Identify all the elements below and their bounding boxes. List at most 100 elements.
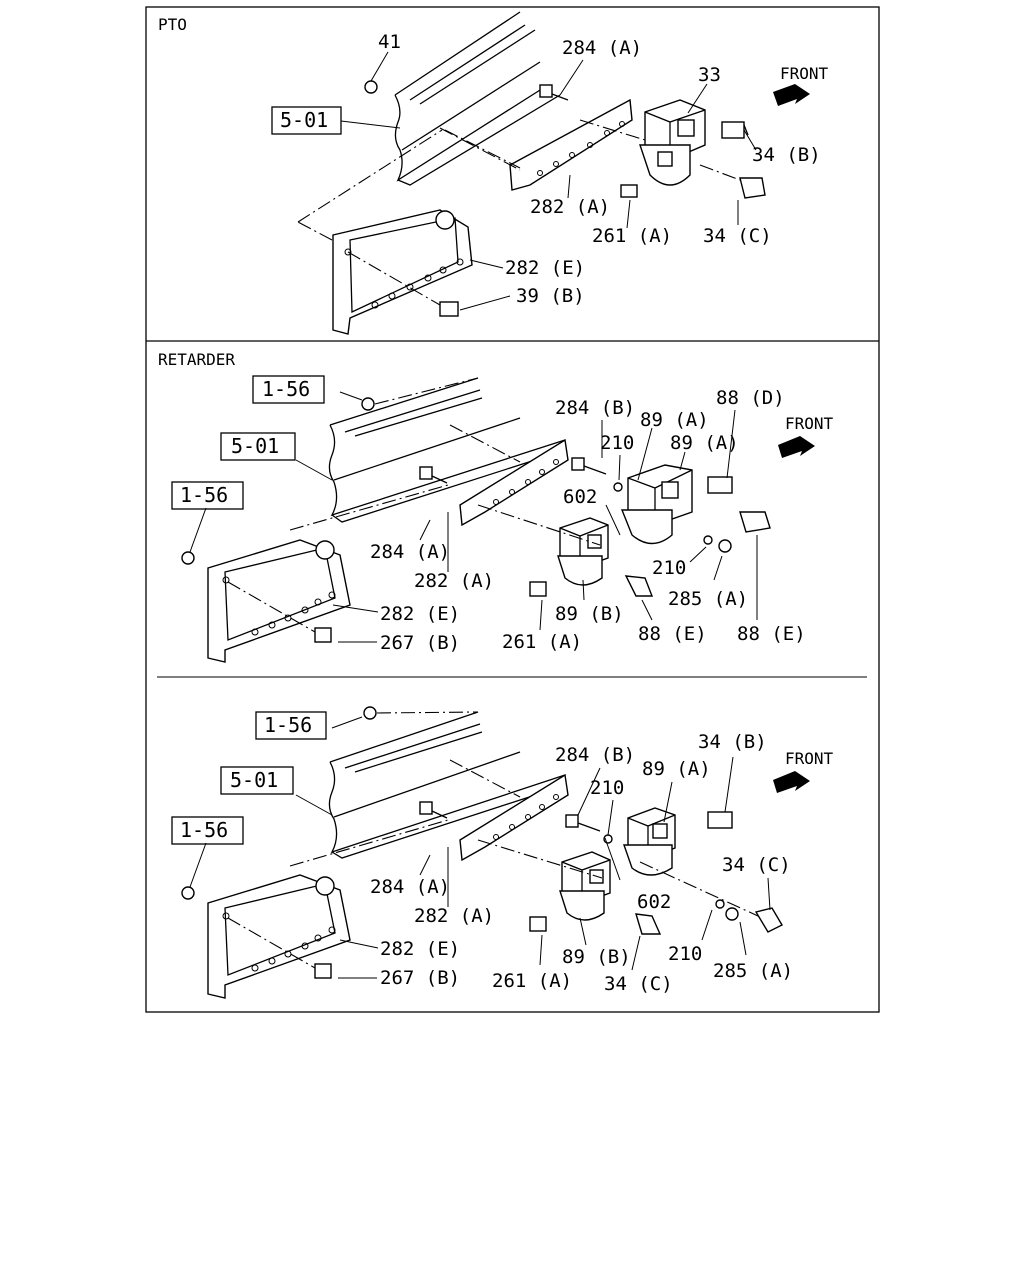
bracket-282e xyxy=(207,874,351,999)
fitting-88d xyxy=(707,476,733,494)
ref-box-label: 1-56 xyxy=(180,818,228,842)
ref-box-5-01 xyxy=(271,106,342,135)
fitting-34b xyxy=(707,811,733,829)
part-label: 88 (D) xyxy=(716,387,785,409)
ref-box-label: 1-56 xyxy=(262,377,310,401)
part-label: 210 xyxy=(668,943,702,965)
ref-box-5-01 xyxy=(220,432,296,461)
bracket-282e xyxy=(332,209,473,335)
part-label: 602 xyxy=(563,486,597,508)
front-arrow-icon xyxy=(773,771,810,793)
part-label: 89 (A) xyxy=(670,432,739,454)
solenoid-valve-89b xyxy=(557,517,609,586)
ref-box-label: 5-01 xyxy=(231,434,279,458)
bolt-284b xyxy=(571,457,607,475)
part-label: 285 (A) xyxy=(668,588,748,610)
front-arrow-icon xyxy=(773,84,810,106)
washer-210 xyxy=(703,535,713,545)
part-label: 282 (A) xyxy=(414,905,494,927)
plug-261a xyxy=(529,916,547,932)
part-label: 34 (C) xyxy=(722,854,791,876)
nut xyxy=(181,551,195,565)
part-label: 33 xyxy=(698,64,721,86)
part-label: 261 (A) xyxy=(492,970,572,992)
plug-261a xyxy=(620,184,638,198)
bracket-282e xyxy=(207,539,351,663)
part-label: 267 (B) xyxy=(380,632,460,654)
retarder-section-2: 1-56 5-01 1-56 FRONT 284 (B) 34 (B) 210 … xyxy=(171,706,834,999)
ref-box-1-56 xyxy=(255,711,327,740)
bolt-267b xyxy=(314,627,332,643)
bolt-39b xyxy=(439,301,459,317)
part-label: 34 (C) xyxy=(703,225,772,247)
section-title-retarder: RETARDER xyxy=(158,350,235,369)
part-label: 282 (E) xyxy=(380,938,460,960)
solenoid-valve-33 xyxy=(639,99,706,186)
part-label: 210 xyxy=(590,777,624,799)
ref-box-1-56 xyxy=(171,481,244,510)
part-label: 210 xyxy=(600,432,634,454)
part-label: 34 (B) xyxy=(752,144,821,166)
part-label: 34 (B) xyxy=(698,731,767,753)
part-label: 88 (E) xyxy=(737,623,806,645)
part-label: 89 (A) xyxy=(640,409,709,431)
ref-box-label: 5-01 xyxy=(230,768,278,792)
fitting-34c xyxy=(739,177,766,199)
solenoid-valve-89b xyxy=(559,851,611,921)
part-label: 89 (B) xyxy=(562,946,631,968)
washer-210 xyxy=(715,899,725,909)
nut-41 xyxy=(364,80,378,94)
part-label: 267 (B) xyxy=(380,967,460,989)
bracket-282a xyxy=(509,98,633,191)
ref-box-5-01-label: 5-01 xyxy=(280,108,328,132)
fitting-34c xyxy=(635,913,662,935)
frame-rail xyxy=(328,711,566,859)
bolt-284a xyxy=(419,801,448,819)
front-arrow-icon xyxy=(778,436,815,458)
fitting-88e xyxy=(624,575,654,597)
front-label: FRONT xyxy=(780,64,829,83)
washer-210 xyxy=(613,482,623,492)
diagram-frame xyxy=(145,6,880,1013)
bolt-284b xyxy=(565,814,601,832)
bolt-267b xyxy=(314,963,332,979)
part-label: 284 (A) xyxy=(370,876,450,898)
front-label: FRONT xyxy=(785,749,834,768)
nut xyxy=(361,397,375,411)
fitting-88e xyxy=(739,511,771,533)
solenoid-valve-89a xyxy=(620,464,693,545)
retarder-section-1: RETARDER xyxy=(158,350,834,663)
part-label: 89 (A) xyxy=(642,758,711,780)
part-label: 282 (A) xyxy=(530,196,610,218)
nut xyxy=(181,886,195,900)
part-label: 261 (A) xyxy=(502,631,582,653)
frame-rail xyxy=(394,11,561,186)
fitting-34c xyxy=(754,907,783,933)
nut xyxy=(363,706,377,720)
ref-box-5-01 xyxy=(220,766,294,795)
part-label: 41 xyxy=(378,31,401,53)
part-label: 285 (A) xyxy=(713,960,793,982)
part-label: 88 (E) xyxy=(638,623,707,645)
ref-box-1-56 xyxy=(171,816,244,845)
bolt-284a xyxy=(539,84,569,101)
section-title-pto: PTO xyxy=(158,15,187,34)
nut-285a xyxy=(718,539,732,553)
bracket-282a xyxy=(459,438,569,527)
part-label: 34 (C) xyxy=(604,973,673,995)
part-label: 602 xyxy=(637,891,671,913)
part-label: 210 xyxy=(652,557,686,579)
part-label: 284 (A) xyxy=(562,37,642,59)
pto-section: PTO xyxy=(158,11,829,335)
part-label: 282 (E) xyxy=(505,257,585,279)
ref-box-label: 1-56 xyxy=(180,483,228,507)
ref-box-label: 1-56 xyxy=(264,713,312,737)
part-label: 284 (B) xyxy=(555,744,635,766)
part-label: 261 (A) xyxy=(592,225,672,247)
part-label: 89 (B) xyxy=(555,603,624,625)
part-label: 284 (B) xyxy=(555,397,635,419)
solenoid-valve-89a xyxy=(623,807,676,876)
part-label: 282 (E) xyxy=(380,603,460,625)
part-label: 39 (B) xyxy=(516,285,585,307)
